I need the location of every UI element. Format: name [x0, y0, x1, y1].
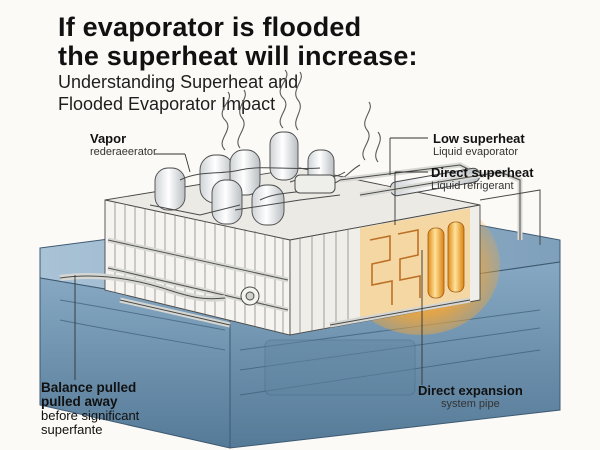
label-vapor-heading: Vapor — [90, 131, 127, 146]
label-low-superheat-heading: Low superheat — [433, 131, 525, 146]
label-direct-expansion: Direct expansion system pipe — [418, 383, 523, 411]
vapor-steam — [221, 69, 381, 163]
label-direct-superheat-sub: Liquid refrigerant — [431, 180, 514, 192]
front-pipes — [59, 273, 471, 328]
title-line-2: the superheat will increase: — [58, 41, 418, 71]
label-direct-superheat: Direct superheat Liquid refrigerant — [431, 165, 534, 193]
label-balance-line-1: Balance pulled — [41, 380, 137, 395]
label-balance-line-4: superfante — [41, 422, 103, 437]
diagram-title: If evaporator is flooded the superheat w… — [58, 13, 418, 71]
label-direct-expansion-heading: Direct expansion — [418, 383, 523, 398]
label-vapor-sub: rederaeerator — [90, 146, 157, 158]
heated-section — [360, 208, 470, 322]
leader-lines — [74, 137, 428, 385]
label-direct-superheat-heading: Direct superheat — [431, 165, 534, 180]
label-balance-line-3: before significant — [41, 408, 140, 423]
label-vapor: Vapor rederaeerator — [90, 131, 157, 159]
label-low-superheat: Low superheat Liquid evaporator — [433, 131, 525, 159]
diagram-subtitle: Understanding Superheat and Flooded Evap… — [58, 71, 298, 115]
label-balance: Balance pulled pulled away before signif… — [41, 381, 139, 437]
top-piping — [149, 162, 541, 245]
label-direct-expansion-sub: system pipe — [441, 398, 500, 410]
subtitle-line-1: Understanding Superheat and — [58, 72, 299, 92]
subtitle-line-2: Flooded Evaporator Impact — [58, 94, 276, 114]
label-low-superheat-sub: Liquid evaporator — [433, 146, 519, 158]
title-line-1: If evaporator is flooded — [58, 12, 362, 42]
label-balance-line-2: pulled away — [41, 394, 118, 409]
